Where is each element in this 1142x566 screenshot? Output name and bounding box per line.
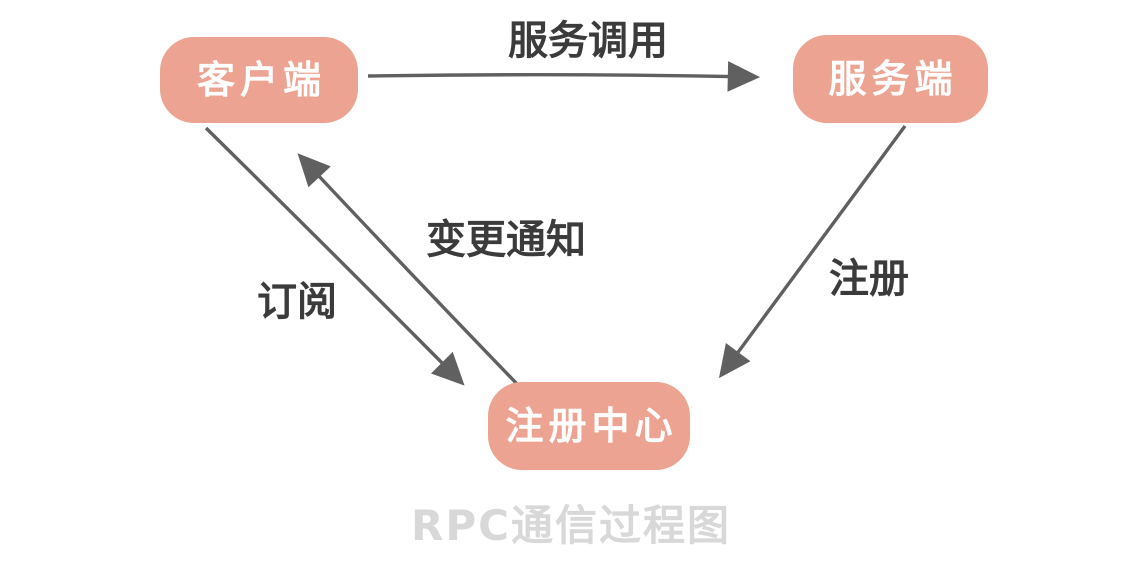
arrow-service-call [367, 61, 761, 92]
node-server: 服务端 [793, 35, 988, 123]
edge-label-register: 注册 [829, 256, 909, 302]
arrow-register [718, 124, 907, 379]
edge-label-service-call: 服务调用 [508, 18, 668, 64]
diagram-title: RPC通信过程图 [411, 501, 731, 550]
node-client: 客户端 [160, 37, 358, 123]
arrow-change-notify [297, 153, 521, 388]
edge-label-change-notify: 变更通知 [426, 217, 586, 263]
edge-label-subscribe: 订阅 [257, 279, 337, 325]
arrow-subscribe [204, 126, 465, 386]
node-registry: 注册中心 [488, 382, 690, 470]
